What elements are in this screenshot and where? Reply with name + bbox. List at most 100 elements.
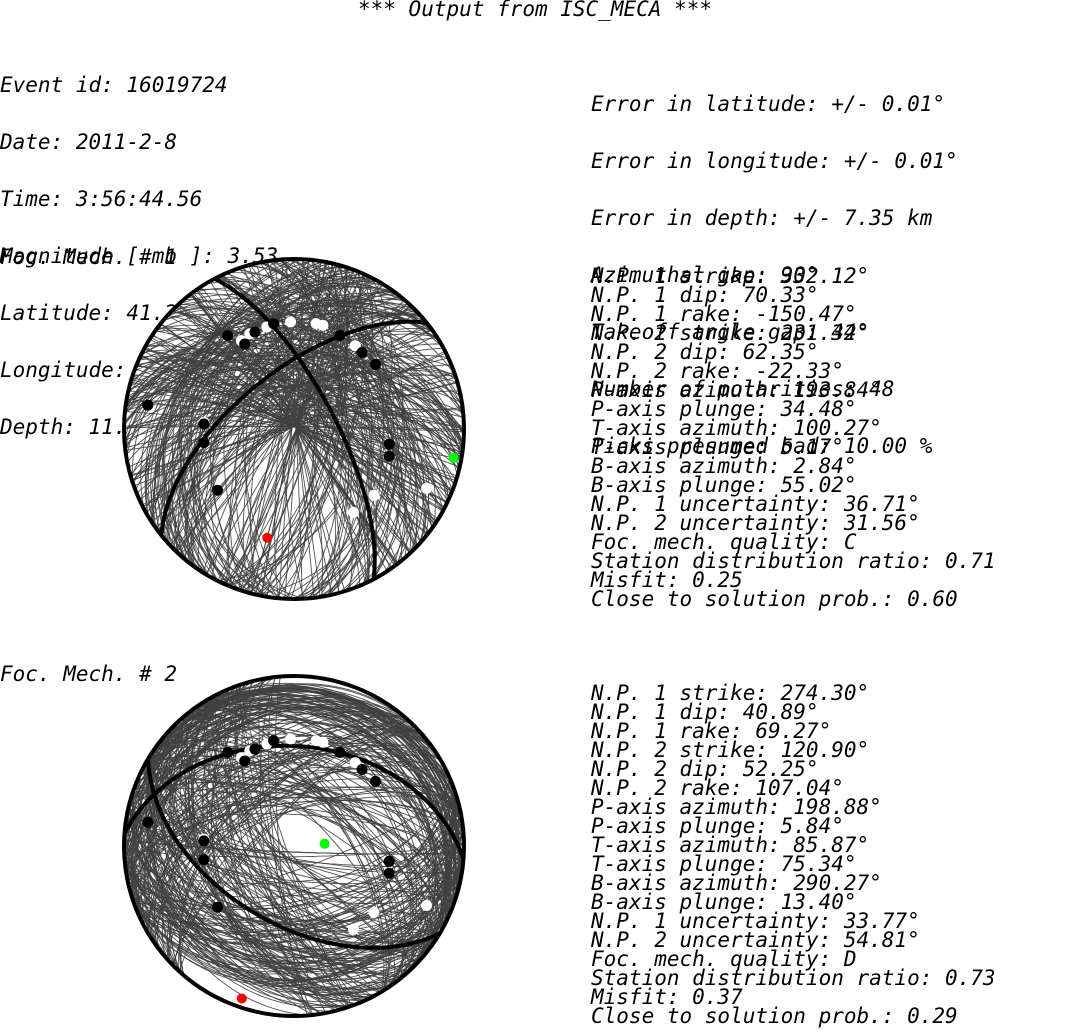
mechanism-2-param: T-axis azimuth: 85.87° [591, 833, 870, 857]
uncertainty-plane [203, 284, 385, 574]
uncertainty-plane [124, 733, 464, 865]
uncertainty-plane [172, 266, 346, 592]
uncertainty-plane [133, 371, 455, 487]
uncertainty-plane [144, 305, 441, 517]
mechanism-2-param: N.P. 1 strike: 274.30° [591, 681, 870, 705]
uncertainty-plane [180, 263, 335, 595]
uncertainty-plane [153, 676, 309, 1016]
uncertainty-plane [278, 259, 305, 599]
mechanism-1-param: N.P. 2 dip: 62.35° [591, 340, 819, 364]
uncertainty-plane [126, 812, 461, 950]
sphere-outline [122, 257, 466, 601]
compression-polarity [383, 855, 395, 867]
dilatation-polarity [348, 506, 359, 518]
compression-polarity [222, 747, 234, 758]
compression-polarity [268, 318, 280, 330]
uncertainty-plane [212, 262, 330, 596]
uncertainty-plane [172, 309, 416, 549]
uncertainty-plane [155, 329, 432, 529]
event-info: Event id: 16019724 Date: 2011-2-8 Time: … [0, 38, 278, 456]
uncertainty-plane [125, 701, 463, 873]
uncertainty-plane [145, 705, 451, 931]
uncertainty-plane [134, 784, 453, 934]
mechanism-2-param: Misfit: 0.37 [591, 985, 743, 1009]
number-of-polarities: Number of polarities: 48 [591, 377, 895, 401]
compression-polarity [198, 418, 210, 430]
dilatation-polarity [349, 340, 361, 352]
dilatation-polarity [421, 483, 433, 494]
nodal-plane-1 [124, 743, 464, 860]
uncertainty-plane [177, 266, 347, 591]
uncertainty-plane [245, 259, 311, 599]
uncertainty-plane [286, 259, 319, 599]
uncertainty-plane [124, 842, 464, 981]
uncertainty-plane [135, 355, 453, 491]
mechanism-1-param: T-axis plunge: 5.17° [591, 435, 844, 459]
mechanism-1-param: Station distribution ratio: 0.71 [591, 549, 996, 573]
mechanism-1-param: T-axis azimuth: 100.27° [591, 416, 882, 440]
mechanism-2-param: N.P. 2 uncertainty: 54.81° [591, 928, 920, 952]
uncertainty-plane [187, 682, 456, 980]
mechanism-2-param: N.P. 2 dip: 52.25° [591, 757, 819, 781]
mechanism-2-param: N.P. 1 rake: 69.27° [591, 719, 832, 743]
uncertainty-plane [150, 337, 438, 521]
compression-polarity [383, 438, 395, 450]
mechanism-2-param: N.P. 2 strike: 120.90° [591, 738, 870, 762]
uncertainty-plane [130, 372, 458, 476]
uncertainty-plane [124, 827, 464, 898]
uncertainty-plane [125, 355, 463, 455]
uncertainty-plane [187, 290, 394, 567]
uncertainty-plane [124, 314, 464, 441]
uncertainty-plane [188, 694, 371, 999]
beachball-1 [122, 257, 466, 601]
compression-polarity [212, 484, 223, 496]
compression-polarity [198, 835, 210, 847]
uncertainty-plane [140, 332, 448, 504]
uncertainty-plane [260, 262, 328, 596]
uncertainty-plane [128, 805, 460, 982]
uncertainty-plane [140, 300, 445, 510]
uncertainty-plane [131, 796, 458, 920]
uncertainty-plane [151, 750, 435, 962]
uncertainty-plane [171, 286, 394, 568]
mechanism-2-param: Foc. mech. quality: D [591, 947, 857, 971]
event-time: Time: 3:56:44.56 [0, 187, 203, 211]
uncertainty-plane [238, 267, 350, 590]
dilatation-polarity [317, 319, 329, 331]
mechanism-1-param: N.P. 2 strike: 231.32° [591, 321, 870, 345]
mechanism-1-param: Close to solution prob.: 0.60 [591, 587, 958, 611]
compression-polarity [334, 330, 346, 341]
picks-presumed-bad: Picks presumed bad: 10.00 % [591, 434, 933, 458]
uncertainty-plane [226, 272, 384, 586]
uncertainty-plane [152, 750, 435, 943]
uncertainty-plane [135, 351, 454, 491]
mechanism-2-title: Foc. Mech. # 2 [0, 662, 178, 686]
report-header: *** Output from ISC_MECA *** [357, 0, 712, 21]
mechanism-1-parameters: N.P. 1 strike: 332.12°N.P. 1 dip: 70.33°… [591, 266, 996, 611]
event-id: Event id: 16019724 [0, 73, 228, 97]
uncertainty-plane [172, 684, 349, 1008]
uncertainty-plane [129, 802, 459, 893]
uncertainty-plane [150, 688, 358, 1008]
uncertainty-plane [182, 281, 380, 577]
uncertainty-plane [242, 264, 338, 594]
compression-polarity [370, 775, 382, 787]
compression-polarity [249, 743, 261, 755]
uncertainty-plane [139, 748, 434, 992]
compression-polarity [356, 764, 368, 775]
uncertainty-plane [131, 369, 456, 482]
uncertainty-plane [170, 706, 392, 991]
azimuthal-gap: Azimuthal gap: 90° [591, 263, 819, 287]
uncertainty-plane [180, 269, 356, 589]
mechanism-2-param: B-axis plunge: 13.40° [591, 890, 857, 914]
mechanism-1-param: N.P. 2 rake: -22.33° [591, 359, 844, 383]
uncertainty-plane [223, 273, 365, 585]
uncertainty-plane [124, 836, 464, 980]
beachball-2 [122, 674, 466, 1018]
error-depth: Error in depth: +/- 7.35 km [591, 206, 933, 230]
uncertainty-plane [179, 715, 405, 976]
uncertainty-plane [190, 259, 296, 599]
uncertainty-plane [258, 678, 327, 1014]
mechanism-1-param: B-axis plunge: 55.02° [591, 473, 857, 497]
uncertainty-plane [274, 676, 309, 1016]
